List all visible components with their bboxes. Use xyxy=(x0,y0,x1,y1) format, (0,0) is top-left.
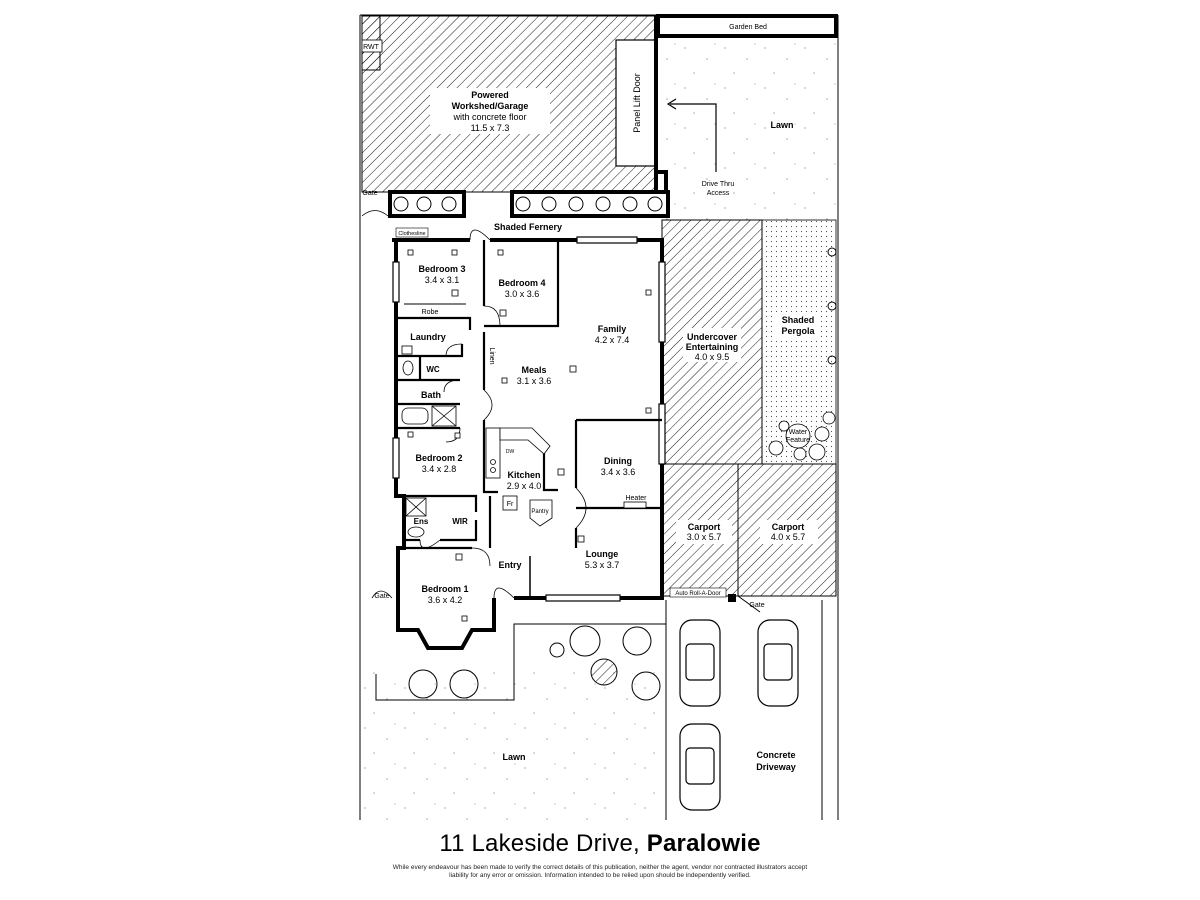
garage-label-3: with concrete floor xyxy=(452,112,526,122)
water-feature-label-1: Water xyxy=(789,429,808,436)
water-feature xyxy=(768,411,836,461)
garden-bed xyxy=(656,14,838,38)
carport-areas xyxy=(661,463,837,597)
carport1-dims: 3.0 x 5.7 xyxy=(687,532,722,542)
ens-label: Ens xyxy=(414,517,429,526)
lounge-dims: 5.3 x 3.7 xyxy=(585,560,620,570)
wc-label: WC xyxy=(426,365,440,374)
bedroom3-name: Bedroom 3 xyxy=(418,264,465,274)
wir-label: WIR xyxy=(452,517,468,526)
gate-top xyxy=(361,210,389,217)
dining-name: Dining xyxy=(604,456,632,466)
front-lawn-label: Lawn xyxy=(502,752,525,762)
linen-label: Linen xyxy=(488,347,495,364)
disclaimer: While every endeavour has been made to v… xyxy=(392,864,808,879)
dining-dims: 3.4 x 3.6 xyxy=(601,467,636,477)
bedroom4-name: Bedroom 4 xyxy=(498,278,545,288)
back-lawn-label: Lawn xyxy=(770,120,793,130)
pantry-label: Pantry xyxy=(531,509,548,515)
undercover-label-1: Undercover xyxy=(687,332,738,342)
drive-thru-arrow xyxy=(666,98,717,172)
driveway-label-2: Driveway xyxy=(756,762,796,772)
garden-bed-label: Garden Bed xyxy=(729,24,767,31)
undercover-label-2: Entertaining xyxy=(686,342,739,352)
property-address: 11 Lakeside Drive, Paralowie xyxy=(0,830,1200,858)
cars xyxy=(679,619,799,811)
door-swings xyxy=(371,229,587,599)
bath-label: Bath xyxy=(421,390,441,400)
entry-label: Entry xyxy=(498,560,521,570)
pergola-label-1: Shaded xyxy=(782,315,815,325)
bedroom1-dims: 3.6 x 4.2 xyxy=(428,595,463,605)
rwt-label: RWT xyxy=(363,44,380,51)
fixtures xyxy=(401,345,647,538)
shrubs-planter xyxy=(393,196,663,212)
laundry-label: Laundry xyxy=(410,332,446,342)
meals-dims: 3.1 x 3.6 xyxy=(517,376,552,386)
shaded-fernery-label: Shaded Fernery xyxy=(494,222,562,232)
undercover-entertaining-area xyxy=(661,219,763,465)
gate-top-label: Gate xyxy=(362,190,377,197)
front-yard xyxy=(362,600,823,820)
front-garden-trees xyxy=(408,625,661,701)
meals-name: Meals xyxy=(521,365,546,375)
undercover-dims: 4.0 x 9.5 xyxy=(695,352,730,362)
drive-thru-label-1: Drive Thru xyxy=(702,181,735,188)
water-feature-label-2: Feature xyxy=(786,437,810,444)
clothesline-label: Clothesline xyxy=(398,231,425,237)
panel-lift-door-label: Panel Lift Door xyxy=(632,73,642,133)
drive-thru-label-2: Access xyxy=(707,190,730,197)
shaded-pergola-area xyxy=(761,219,837,465)
street-address: 11 Lakeside Drive, xyxy=(439,830,647,857)
carport1-name: Carport xyxy=(688,522,721,532)
garage-dims: 11.5 x 7.3 xyxy=(471,123,510,133)
fr-label: Fr xyxy=(507,501,514,508)
pergola-label-2: Pergola xyxy=(781,326,815,336)
kitchen-name: Kitchen xyxy=(507,470,540,480)
carport2-dims: 4.0 x 5.7 xyxy=(771,532,806,542)
auto-roll-a-door-label: Auto Roll-A-Door xyxy=(675,591,720,597)
carport2-name: Carport xyxy=(772,522,805,532)
robe-label: Robe xyxy=(422,309,439,316)
property-boundary xyxy=(359,14,839,820)
garage-label-1: Powered xyxy=(471,90,509,100)
dw-label: DW xyxy=(506,449,515,455)
gate-right-label: Gate xyxy=(749,602,764,609)
suburb: Paralowie xyxy=(646,830,761,857)
family-name: Family xyxy=(598,324,627,334)
back-lawn xyxy=(658,40,836,220)
pergola-plants xyxy=(827,247,837,365)
bedroom2-dims: 3.4 x 2.8 xyxy=(422,464,457,474)
bedroom4-dims: 3.0 x 3.6 xyxy=(505,289,540,299)
garage-area xyxy=(361,15,658,193)
gate-left-label: Gate xyxy=(374,593,389,600)
bedroom1-name: Bedroom 1 xyxy=(421,584,468,594)
planter-boxes xyxy=(388,170,670,218)
light-symbols xyxy=(407,249,652,622)
family-dims: 4.2 x 7.4 xyxy=(595,335,630,345)
interior-walls xyxy=(396,240,662,598)
bedroom2-name: Bedroom 2 xyxy=(415,453,462,463)
kitchen-dims: 2.9 x 4.0 xyxy=(507,481,542,491)
bedroom3-dims: 3.4 x 3.1 xyxy=(425,275,460,285)
floor-plan: RWT Powered Workshed/Garage with concret… xyxy=(359,14,839,820)
heater-label: Heater xyxy=(625,495,647,502)
windows xyxy=(392,236,666,602)
garage-label-2: Workshed/Garage xyxy=(452,101,529,111)
lounge-name: Lounge xyxy=(586,549,619,559)
driveway-label-1: Concrete xyxy=(756,750,795,760)
